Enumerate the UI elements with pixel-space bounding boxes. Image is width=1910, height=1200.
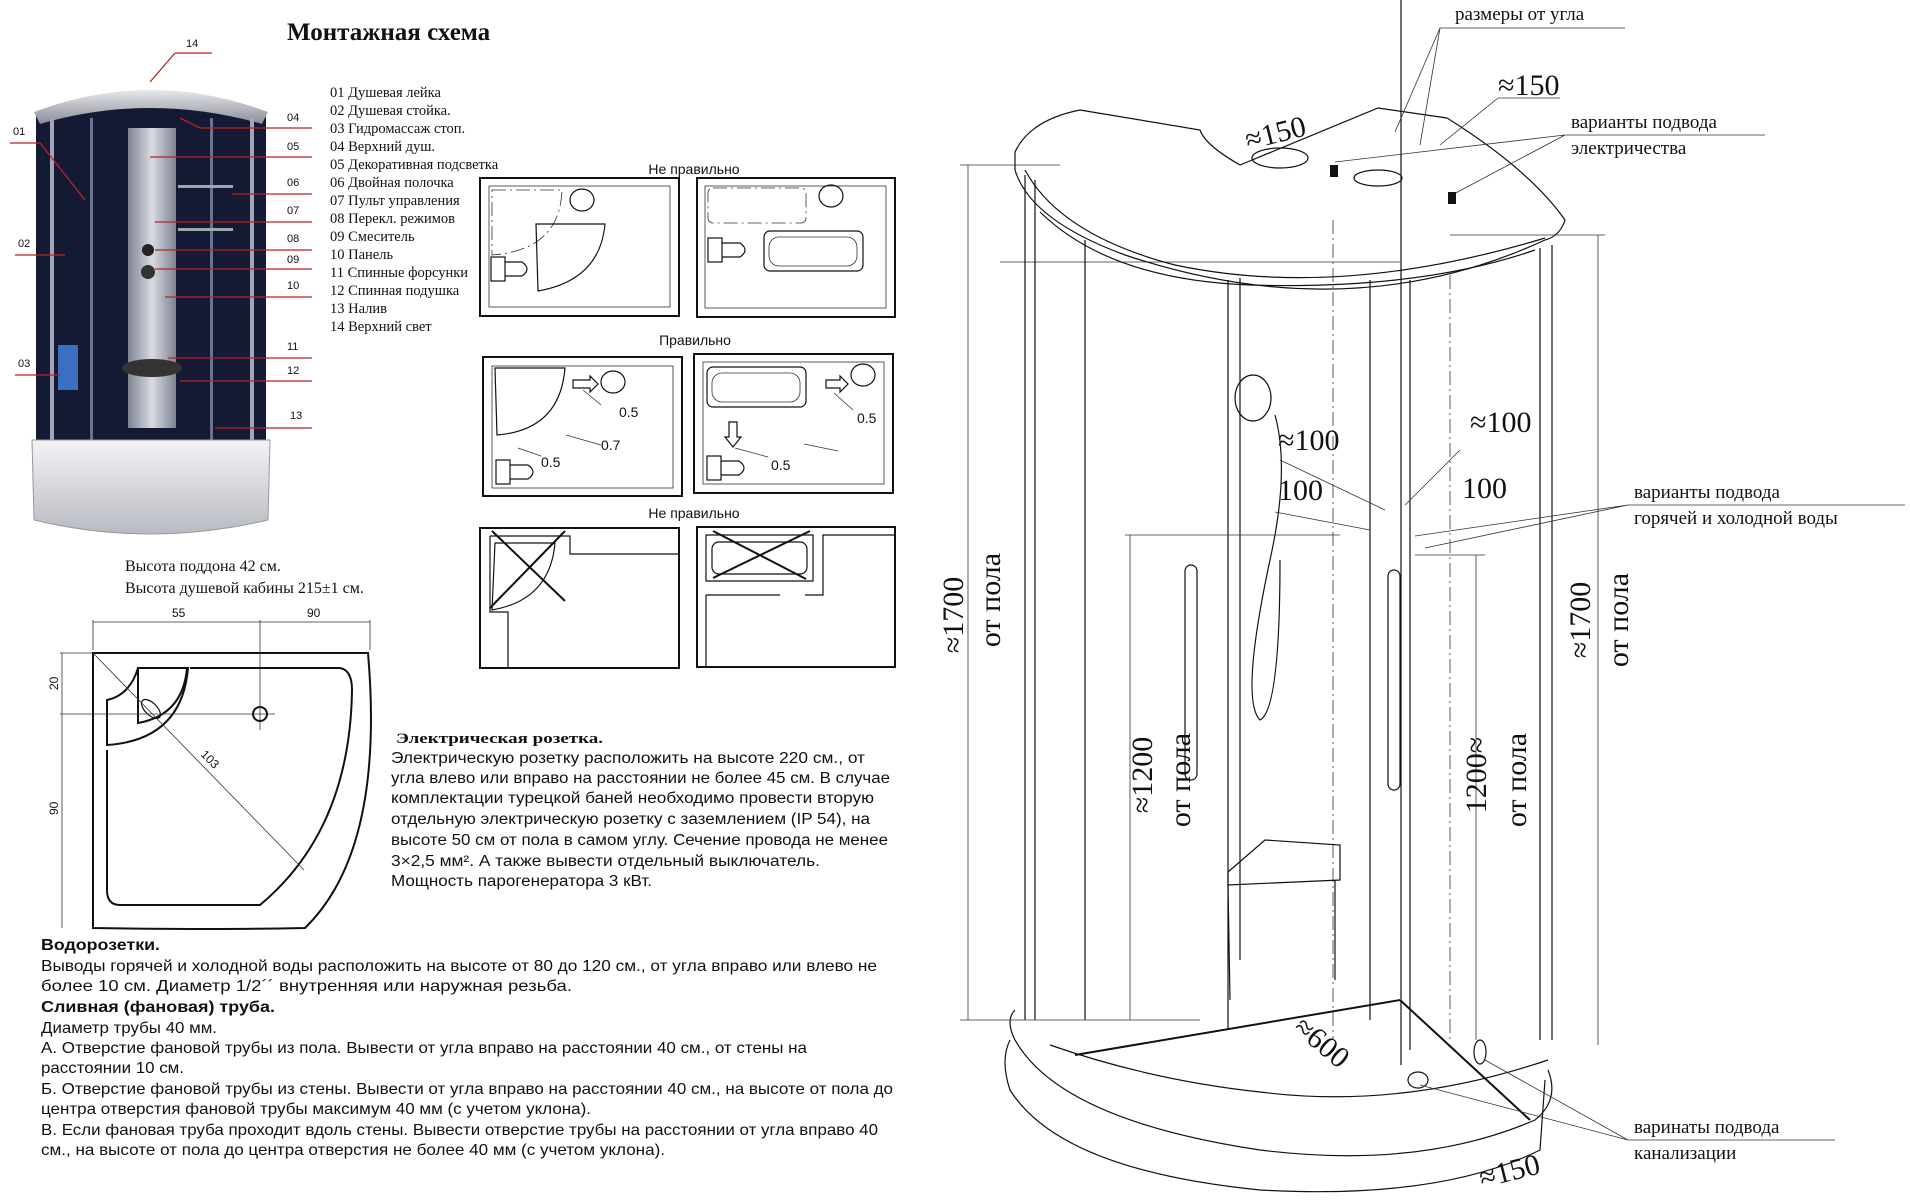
dim-600: ≈600 (1288, 1010, 1356, 1075)
water-label-line2: горячей и холодной воды (1634, 508, 1838, 529)
label: комплектации турецкой баней необходимо п… (391, 790, 874, 807)
parts-list-item: 08 Перекл. режимов (330, 211, 455, 227)
elec-dim-right: ≈150 (1498, 69, 1559, 102)
height-1200-left-sub: от пола (1164, 733, 1197, 827)
elec-label-line1: варианты подвода (1571, 112, 1717, 133)
label: 10 (287, 280, 299, 292)
label: 07 (287, 205, 299, 217)
parts-list-item: 13 Налив (330, 301, 387, 317)
page-title: Монтажная схема (287, 19, 491, 46)
label: 02 (18, 238, 30, 250)
height-1200-right-sub: от пола (1500, 733, 1533, 827)
parts-list-item: 07 Пульт управления (330, 193, 460, 209)
label: Выводы горячей и холодной воды расположи… (41, 958, 877, 975)
water-label-line1: варианты подвода (1634, 482, 1780, 503)
parts-list-item: 01 Душевая лейка (330, 85, 442, 101)
clearance-value: 0.5 (541, 454, 561, 470)
label: более 10 см. Диаметр 1/2´´ внутренняя ил… (41, 978, 572, 995)
clearance-value: 0.5 (857, 410, 877, 426)
parts-list: 01 Душевая лейка 02 Душевая стойка. 03 Г… (330, 85, 499, 335)
label: Диаметр трубы 40 мм. (41, 1020, 217, 1037)
label: Б. Отверстие фановой трубы из стены. Выв… (41, 1081, 893, 1098)
water-dim: 100 (1278, 474, 1323, 507)
cabin-photo (31, 90, 271, 535)
parts-list-item: 14 Верхний свет (330, 319, 432, 335)
water-dim: ≈100 (1278, 424, 1339, 457)
height-1700-right: ≈1700 (1564, 582, 1597, 658)
clearance-value: 0.5 (771, 457, 791, 473)
electric-socket-section: Электрическая розетка. Электрическую роз… (391, 731, 890, 890)
label: 04 (287, 112, 299, 124)
label: 06 (287, 177, 299, 189)
label: высоте 50 см от пола в самом углу. Сечен… (391, 832, 888, 849)
height-1200-left: ≈1200 (1126, 737, 1159, 813)
label-wrong-bottom: Не правильно (648, 505, 739, 521)
drain-label-line2: канализации (1634, 1143, 1736, 1164)
label: 3×2,5 мм². А также вывести отдельный вык… (391, 853, 820, 870)
photo-callouts: 14 01 02 03 04 05 06 07 08 09 10 11 12 1… (10, 38, 312, 429)
label: см., на высоте от пола до центра отверст… (41, 1142, 665, 1159)
water-dim: 100 (1462, 472, 1507, 505)
label: 14 (186, 38, 198, 50)
tray-dim-90-top: 90 (307, 606, 321, 620)
tray-dim-90-side: 90 (47, 801, 61, 815)
label: 13 (290, 410, 302, 422)
label: Мощность парогенератора 3 кВт. (391, 873, 652, 890)
height-1700-right-sub: от пола (1602, 573, 1635, 667)
cabin-height: Высота душевой кабины 215±1 см. (125, 580, 364, 597)
label-wrong-top: Не правильно (648, 161, 739, 177)
label: 03 (18, 358, 30, 370)
parts-list-item: 05 Декоративная подсветка (330, 157, 499, 173)
label-right: Правильно (659, 332, 731, 348)
drain-heading: Сливная (фановая) труба. (41, 999, 275, 1016)
corner-sizes-label: размеры от угла (1455, 4, 1585, 25)
label: 08 (287, 233, 299, 245)
height-1700-left-sub: от пола (974, 553, 1007, 647)
parts-list-item: 03 Гидромассаж стоп. (330, 121, 465, 137)
label: угла влево или вправо на расстоянии не б… (391, 770, 890, 787)
parts-list-item: 04 Верхний душ. (330, 139, 435, 155)
label: 09 (287, 254, 299, 266)
drain-label-line1: варинаты подвода (1634, 1117, 1780, 1138)
parts-list-item: 10 Панель (330, 247, 393, 263)
tray-plan: 55 90 20 90 103 (47, 606, 372, 930)
elec-dim-left: ≈150 (1242, 110, 1310, 157)
water-drain-section: Водорозетки. Выводы горячей и холодной в… (41, 937, 893, 1159)
height-1200-right: 1200≈ (1460, 737, 1493, 813)
label: А. Отверстие фановой трубы из пола. Выве… (41, 1040, 807, 1057)
tray-height: Высота поддона 42 см. (125, 558, 281, 575)
parts-list-item: 06 Двойная полочка (330, 175, 454, 191)
water-heading: Водорозетки. (41, 937, 160, 954)
clearance-value: 0.7 (601, 437, 621, 453)
parts-list-item: 11 Спинные форсунки (330, 265, 468, 281)
label: расстоянии 10 см. (41, 1060, 184, 1077)
label: 05 (287, 141, 299, 153)
parts-list-item: 12 Спинная подушка (330, 283, 460, 299)
label: центра отверстия фановой трубы максимум … (41, 1101, 591, 1118)
label: В. Если фановая труба проходит вдоль сте… (41, 1122, 878, 1139)
label: отдельную электрическую розетку с заземл… (391, 811, 870, 828)
tray-dim-20: 20 (47, 676, 61, 690)
cabin-line-drawing: размеры от угла ≈150 ≈150 варианты подво… (937, 0, 1905, 1195)
water-dim: ≈100 (1470, 406, 1531, 439)
tray-dim-55: 55 (172, 606, 186, 620)
label: 11 (287, 341, 298, 353)
label: Электрическую розетку расположить на выс… (391, 750, 865, 767)
parts-list-item: 09 Смеситель (330, 229, 415, 245)
parts-list-item: 02 Душевая стойка. (330, 103, 451, 119)
placement-diagrams: Не правильно Правильно 0.5 0.7 0.5 0.5 0 (479, 161, 896, 669)
drain-dim: ≈150 (1476, 1148, 1544, 1195)
tray-dim-103: 103 (198, 747, 222, 771)
label: 12 (287, 365, 299, 377)
elec-label-line2: электричества (1571, 138, 1687, 159)
height-1700-left: ≈1700 (937, 577, 970, 653)
label: 01 (13, 126, 25, 138)
electric-heading: Электрическая розетка. (396, 731, 603, 747)
clearance-value: 0.5 (619, 404, 639, 420)
